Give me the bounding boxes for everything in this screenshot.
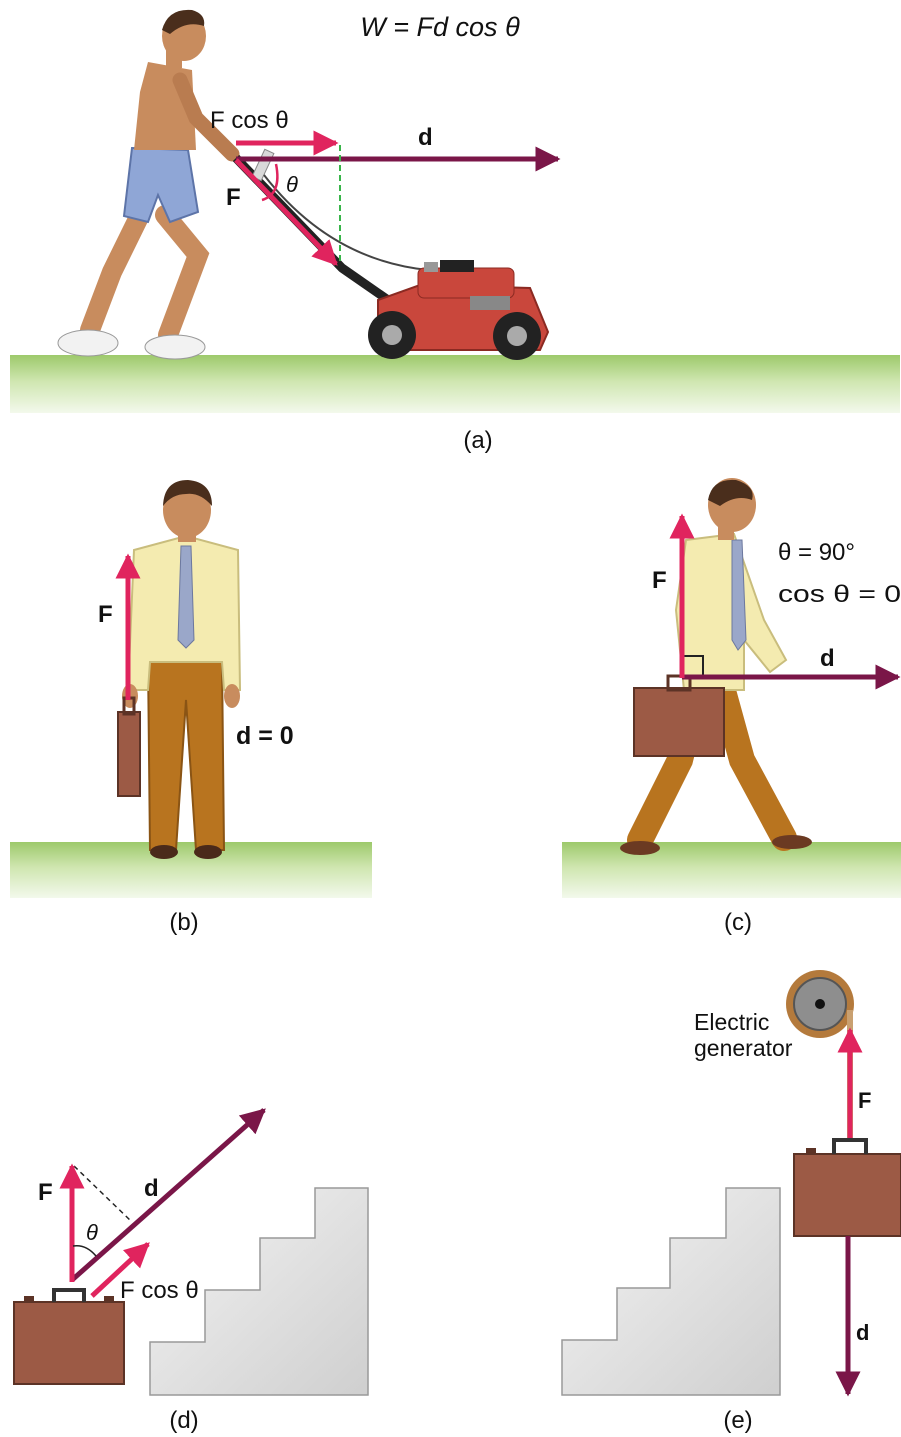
ground-b bbox=[10, 842, 372, 898]
caption-b: (b) bbox=[169, 909, 198, 936]
force-component-label-a: F cos θ bbox=[210, 107, 289, 134]
man-pushing-mower bbox=[57, 9, 240, 360]
displacement-label-a: d bbox=[418, 124, 433, 151]
force-label-e: F bbox=[858, 1088, 871, 1113]
caption-a: (a) bbox=[463, 427, 492, 454]
force-label-a: F bbox=[226, 184, 241, 211]
panel-a: W = Fd cos θ F cos θ d F θ (a) bbox=[10, 9, 900, 454]
angle-arc-d bbox=[72, 1244, 97, 1257]
shoe-icon bbox=[144, 334, 206, 360]
displacement-arrow-d bbox=[70, 1108, 266, 1282]
generator-label-line1: Electric bbox=[694, 1009, 769, 1035]
cos-eq-c: cos θ = 0 bbox=[778, 581, 901, 608]
panel-b: F d = 0 (b) bbox=[10, 480, 372, 936]
displacement-label-d: d bbox=[144, 1175, 159, 1202]
lawn-mower bbox=[232, 148, 550, 360]
force-label-d: F bbox=[38, 1179, 53, 1206]
walking-man bbox=[620, 478, 812, 855]
force-label-c: F bbox=[652, 567, 667, 594]
panel-d: F d θ F cos θ (d) bbox=[13, 1108, 369, 1434]
shoe-icon bbox=[57, 329, 119, 357]
caption-e: (e) bbox=[723, 1407, 752, 1434]
briefcase-icon bbox=[117, 696, 141, 797]
force-component-label-d: F cos θ bbox=[120, 1277, 199, 1304]
displacement-label-c: d bbox=[820, 645, 835, 672]
ground-c bbox=[562, 842, 901, 898]
displacement-label-e: d bbox=[856, 1320, 869, 1345]
dashed-projection-d bbox=[73, 1165, 133, 1223]
angle-arc-a bbox=[261, 163, 279, 202]
stairs-d bbox=[149, 1187, 369, 1396]
force-arrow-a bbox=[234, 158, 338, 266]
displacement-eq-b: d = 0 bbox=[236, 722, 294, 750]
briefcase-icon bbox=[633, 674, 725, 757]
briefcase-icon bbox=[13, 1288, 125, 1385]
briefcase-icon bbox=[793, 1138, 901, 1237]
caption-c: (c) bbox=[724, 909, 752, 936]
panel-c: F θ = 90° cos θ = 0 d (c) bbox=[562, 478, 901, 936]
caption-d: (d) bbox=[169, 1407, 198, 1434]
stairs-e bbox=[561, 1187, 781, 1396]
force-label-b: F bbox=[98, 601, 113, 628]
ground-a bbox=[10, 355, 900, 413]
generator-icon bbox=[786, 970, 854, 1038]
standing-man bbox=[122, 480, 242, 859]
angle-eq-c: θ = 90° bbox=[778, 539, 855, 566]
angle-label-a: θ bbox=[286, 172, 298, 197]
equation-label: W = Fd cos θ bbox=[360, 12, 520, 42]
generator-label-line2: generator bbox=[694, 1035, 793, 1061]
angle-label-d: θ bbox=[86, 1220, 98, 1245]
force-component-arrow-d bbox=[90, 1242, 150, 1298]
panel-e: Electric generator F d (e) bbox=[561, 970, 901, 1434]
